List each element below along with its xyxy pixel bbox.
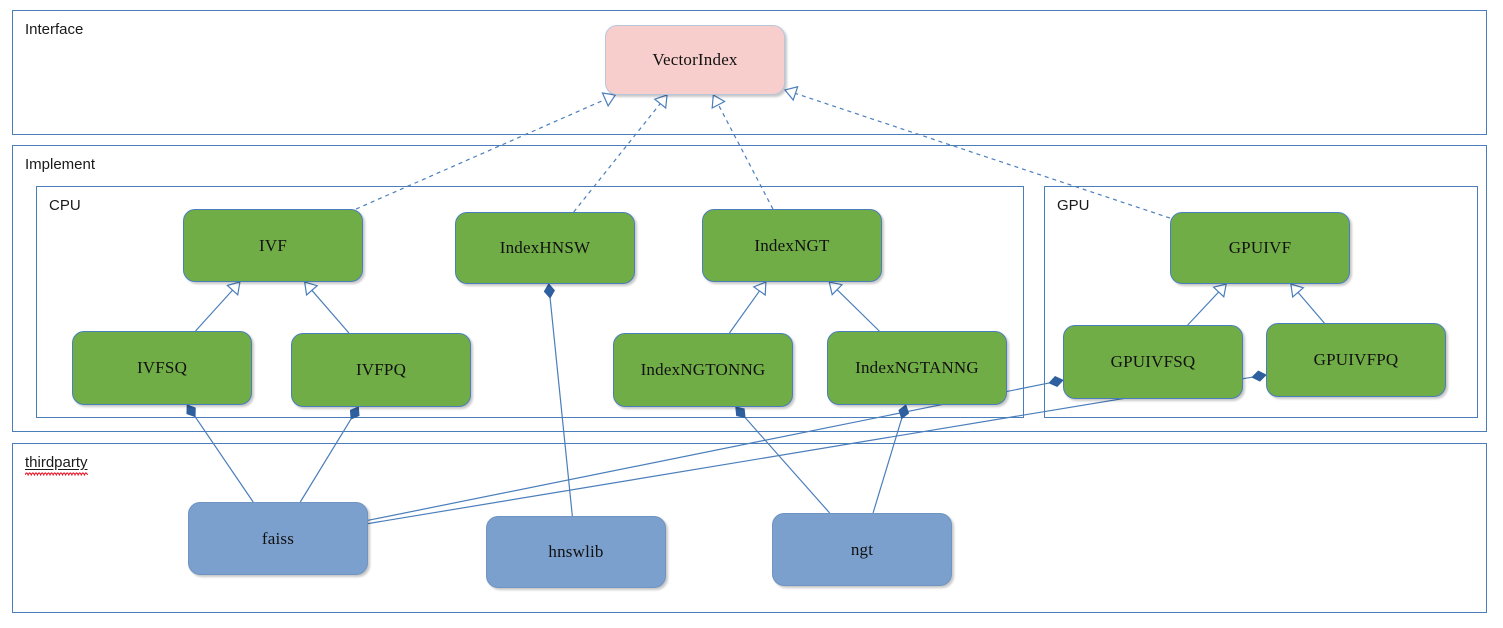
container-label-thirdparty: thirdparty [25, 455, 88, 476]
node-hnswlib[interactable]: hnswlib [486, 516, 666, 588]
node-ivfsq[interactable]: IVFSQ [72, 331, 252, 405]
container-label-cpu: CPU [49, 197, 81, 214]
node-indexngt[interactable]: IndexNGT [702, 209, 882, 282]
container-label-implement: Implement [25, 156, 96, 173]
node-gpuivfpq[interactable]: GPUIVFPQ [1266, 323, 1446, 397]
node-indexhnsw[interactable]: IndexHNSW [455, 212, 635, 284]
node-gpuivfsq[interactable]: GPUIVFSQ [1063, 325, 1243, 399]
node-ngt[interactable]: ngt [772, 513, 952, 586]
container-label-gpu: GPU [1057, 197, 1090, 214]
node-faiss[interactable]: faiss [188, 502, 368, 575]
node-ivfpq[interactable]: IVFPQ [291, 333, 471, 407]
node-indexngtanng[interactable]: IndexNGTANNG [827, 331, 1007, 405]
node-ivf[interactable]: IVF [183, 209, 363, 282]
container-label-interface: Interface [25, 21, 84, 38]
node-indexngtonng[interactable]: IndexNGTONNG [613, 333, 793, 407]
node-vectorindex[interactable]: VectorIndex [605, 25, 785, 95]
container-gpu [1044, 186, 1478, 418]
node-gpuivf[interactable]: GPUIVF [1170, 212, 1350, 284]
